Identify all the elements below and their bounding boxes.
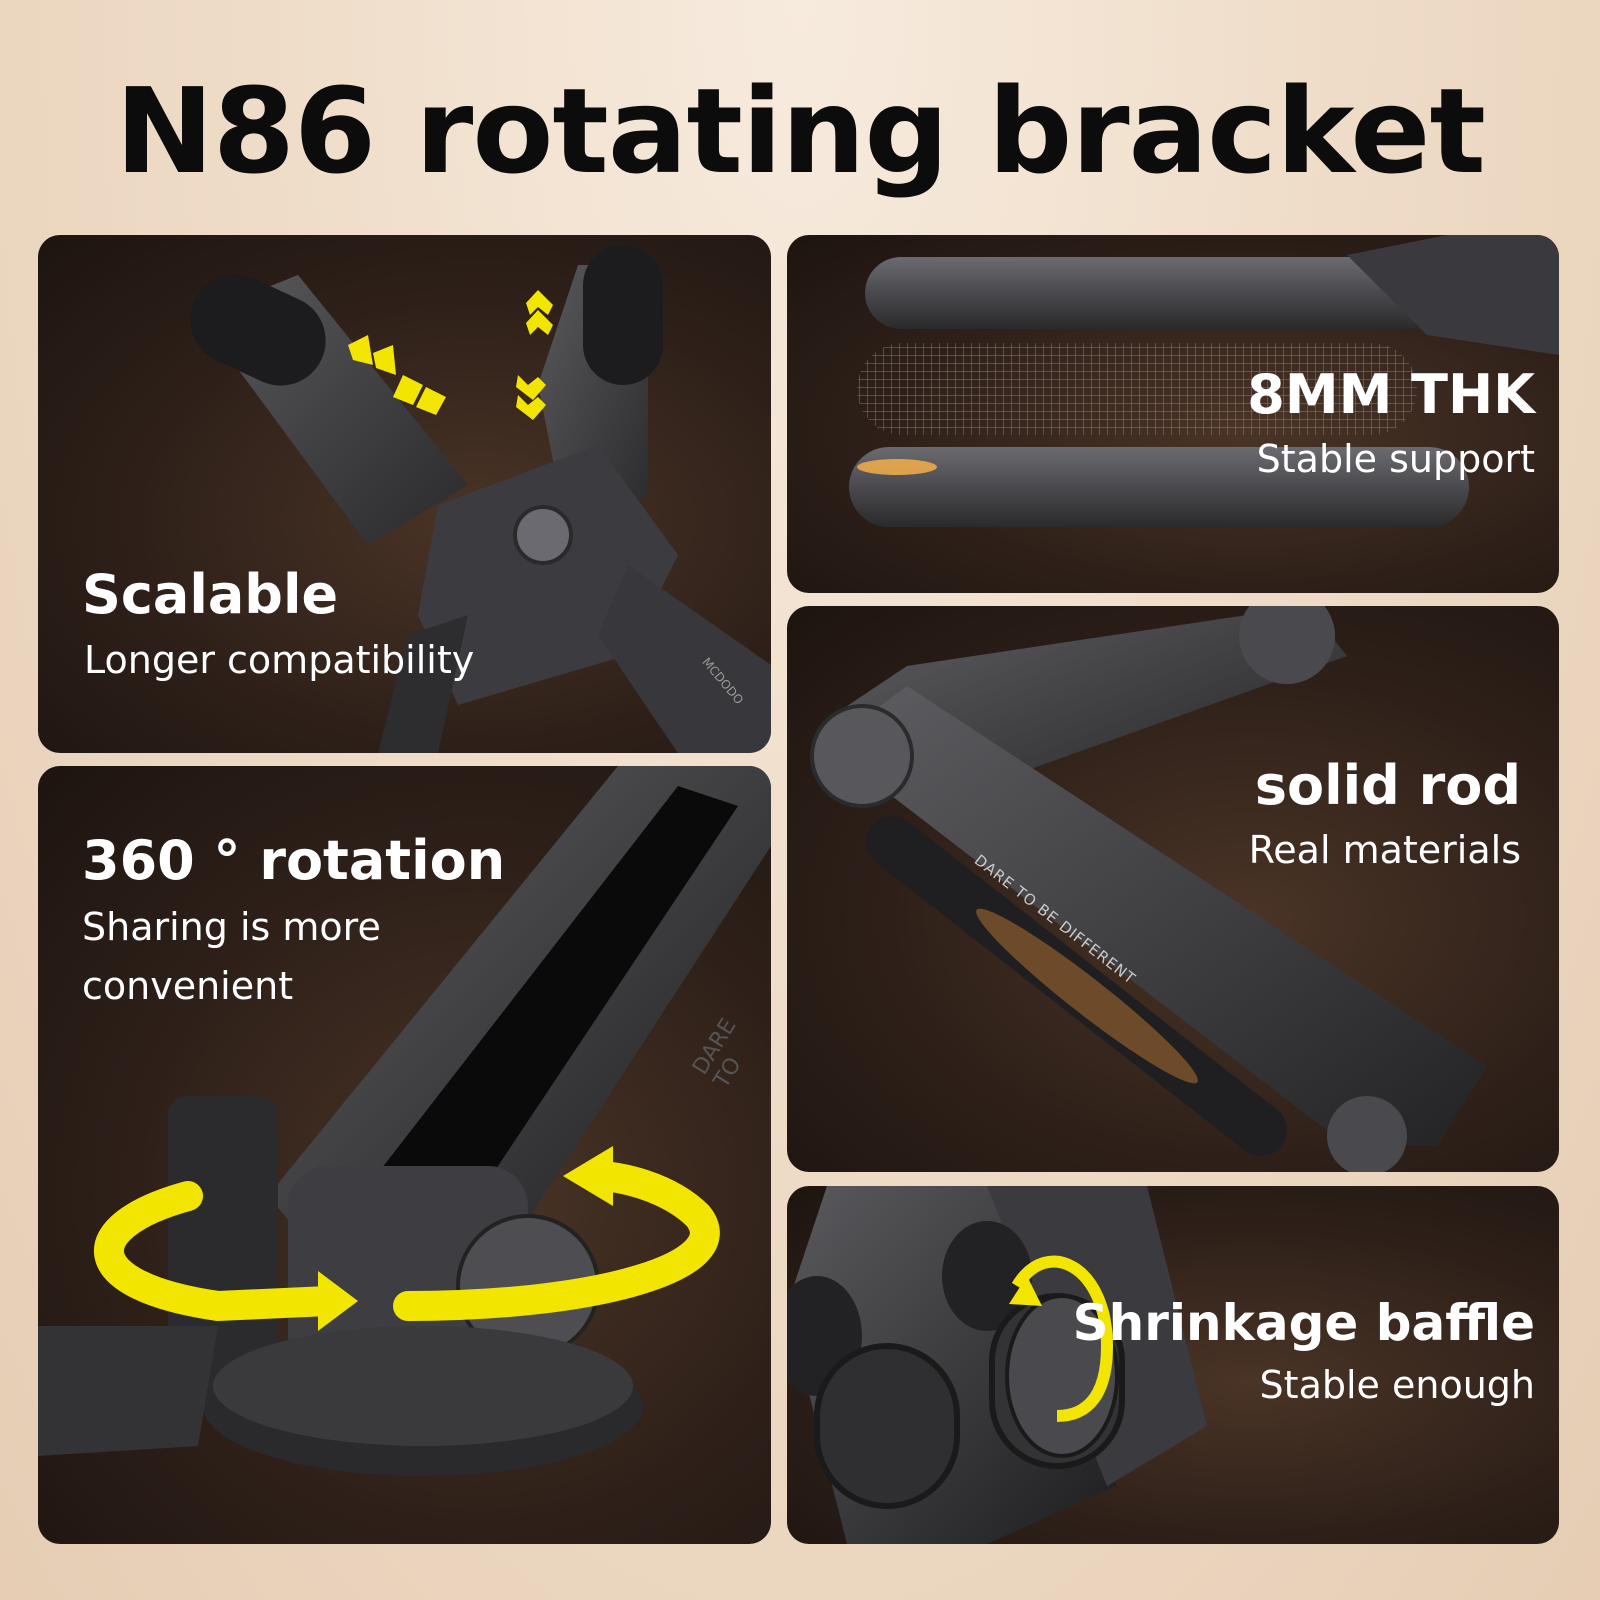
rear-arm [1347, 235, 1559, 355]
extend-arrows [348, 290, 553, 420]
feature-heading-rotation: 360 ° rotation [82, 829, 506, 892]
hub-screw [513, 505, 573, 565]
right-rubber-pad [583, 245, 663, 385]
edge-glow [857, 459, 937, 475]
lower-arm-shape [598, 565, 771, 753]
right-joint [1327, 1096, 1407, 1172]
feature-heading-baffle: Shrinkage baffle [1072, 1294, 1535, 1352]
feature-panel-thickness: 8MM THK Stable support [787, 235, 1559, 593]
rotating-base-top [213, 1326, 633, 1446]
rotation-arrow-left [94, 1181, 343, 1322]
rotation-arrowhead-right [563, 1146, 613, 1206]
feature-subtitle-thickness: Stable support [1256, 437, 1535, 481]
feature-heading-solid-rod: solid rod [1254, 754, 1521, 817]
rod-slot [866, 816, 1288, 1157]
baffle-arrow [1011, 1255, 1114, 1422]
thickness-illustration [849, 235, 1559, 527]
rubber-foot-left [814, 1343, 960, 1509]
base-leg [38, 1326, 218, 1456]
rod-glow [976, 908, 1198, 1084]
solid-rod-illustration [810, 606, 1487, 1172]
feature-panel-baffle: Shrinkage baffle Stable enough [787, 1186, 1559, 1544]
page-title: N86 rotating bracket [115, 62, 1486, 200]
baffle-arrowhead [1009, 1276, 1042, 1306]
shrinkage-baffle [1005, 1294, 1119, 1458]
upper-plate [865, 257, 1505, 329]
mesh-plate-cutaway [857, 343, 1417, 435]
rotation-arrow-right [393, 1161, 720, 1321]
scalable-bracket-illustration [190, 245, 771, 753]
feature-subtitle-solid-rod: Real materials [1248, 828, 1521, 872]
lower-plate [849, 447, 1469, 527]
left-joint [810, 704, 914, 808]
feature-panel-solid-rod: DARE TO BE DIFFERENT solid rod Real mate… [787, 606, 1559, 1172]
left-rubber-pad [190, 274, 326, 386]
rotation-illustration [38, 766, 771, 1476]
back-plate [168, 1096, 278, 1396]
feature-panel-scalable: Scalable Longer compatibility MCDODO [38, 235, 771, 753]
arm-slot [368, 786, 738, 1226]
feature-heading-scalable: Scalable [82, 563, 339, 626]
lower-rod [827, 686, 1487, 1146]
rotation-arrowhead-left [318, 1271, 358, 1331]
feature-heading-thickness: 8MM THK [1247, 363, 1535, 426]
feature-subtitle-rotation: Sharing is more convenient [82, 905, 381, 1008]
feature-panel-rotation: DARE TO 360 ° rotation Sharing is more c… [38, 766, 771, 1544]
baffle-illustration [787, 1186, 1207, 1544]
lower-leg-shape [378, 615, 468, 753]
feature-subtitle-baffle: Stable enough [1259, 1363, 1535, 1407]
feature-subtitle-scalable: Longer compatibility [84, 638, 475, 682]
upper-joint [1239, 606, 1335, 684]
